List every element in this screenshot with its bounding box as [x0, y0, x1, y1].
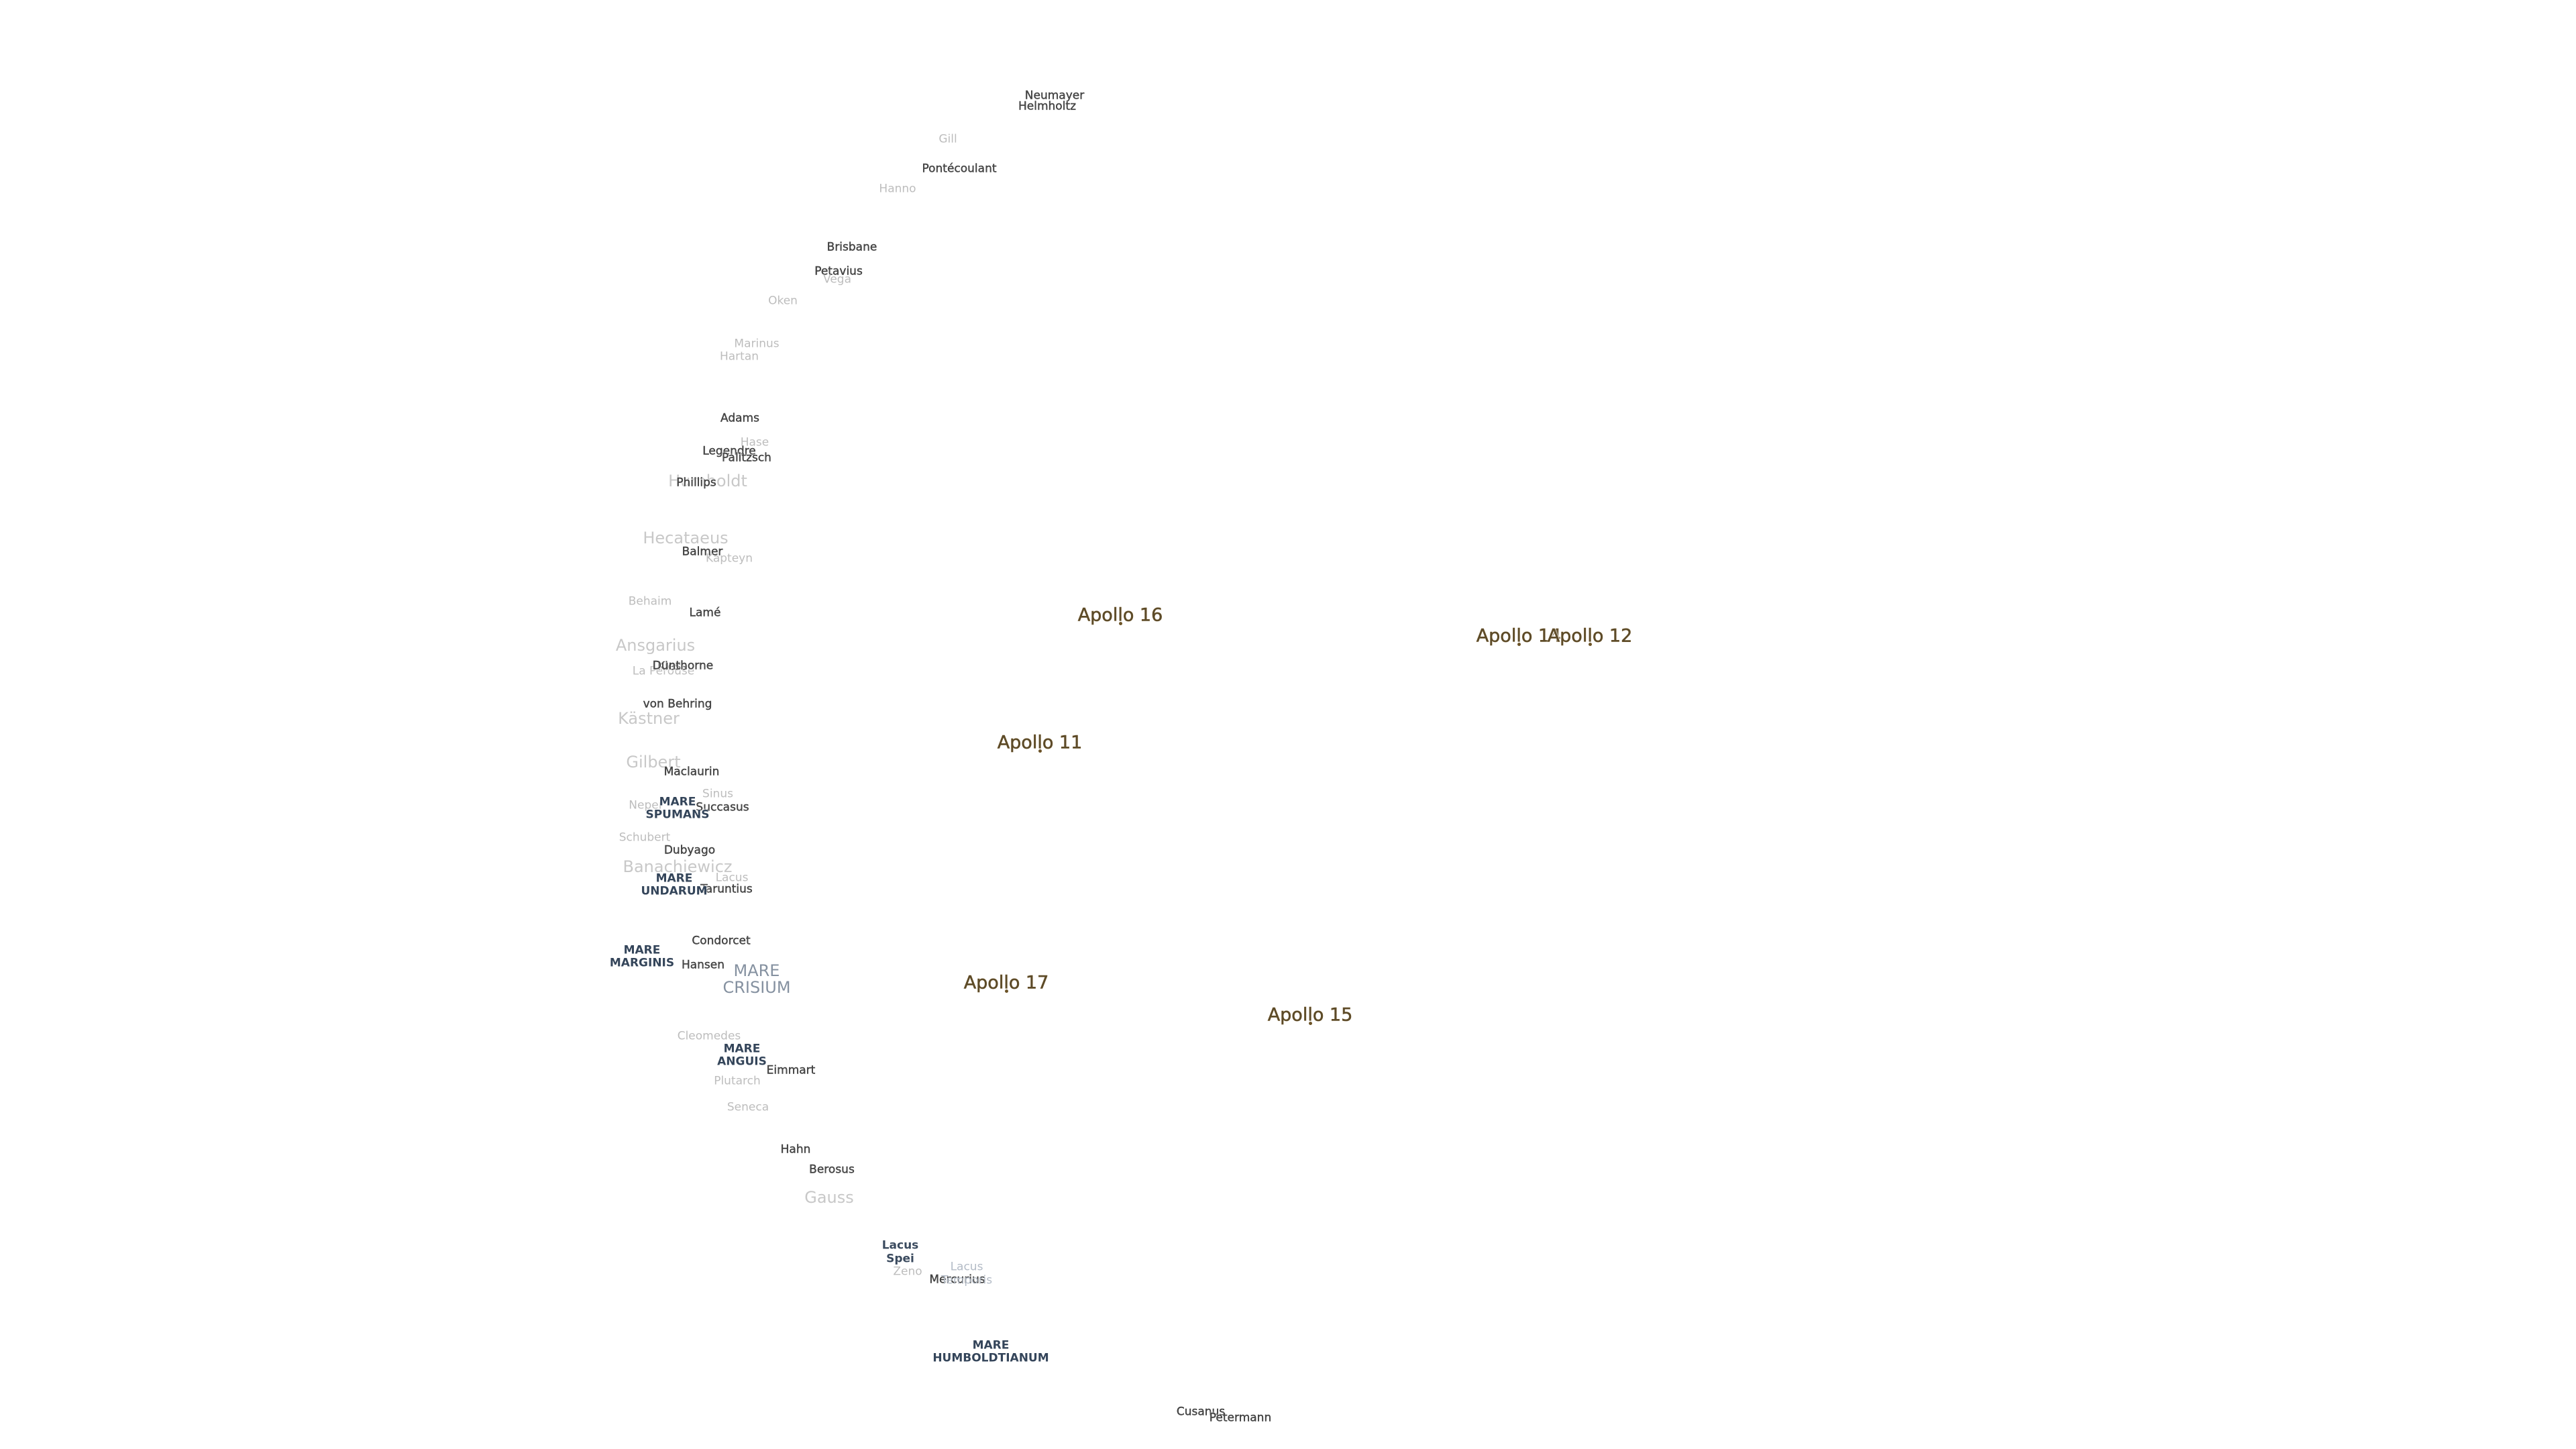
landing-site-marker[interactable] [1517, 643, 1521, 646]
crater-label-cusanus: Cusanus [1176, 1405, 1226, 1419]
crater-label-kastner: Kästner [618, 709, 680, 728]
crater-label-lacus: Lacus [715, 871, 749, 885]
crater-label-kiess: Kiess [657, 659, 688, 674]
crater-label-mercurius: Mercurius [929, 1273, 985, 1287]
crater-label-gill: Gill [938, 132, 957, 146]
crater-label-gilbert: Gilbert [626, 753, 681, 771]
crater-label-humboldt: Humboldt [668, 472, 747, 490]
crater-label-palitzsch: Palitzsch [722, 451, 771, 465]
crater-label-plutarch: Plutarch [714, 1074, 761, 1088]
landing-site-label-apollo-12[interactable]: Apollo 12 [1547, 625, 1633, 647]
crater-label-hahn: Hahn [780, 1142, 811, 1157]
crater-label-maclaurin: Maclaurin [663, 765, 720, 779]
crater-label-vega: Vega [823, 272, 851, 286]
landing-site-marker[interactable] [1309, 1022, 1312, 1025]
crater-label-cleomedes: Cleomedes [677, 1029, 741, 1043]
crater-label-la-perouse: La Pérouse [632, 664, 695, 678]
crater-label-seneca: Seneca [727, 1100, 769, 1114]
crater-label-zeno: Zeno [893, 1265, 922, 1279]
crater-label-petavius: Petavius [814, 264, 863, 278]
crater-label-pontecoulant: Pontécoulant [922, 162, 997, 176]
landing-site-label-apollo-15[interactable]: Apollo 15 [1267, 1004, 1353, 1026]
crater-label-brisbane: Brisbane [826, 240, 877, 254]
crater-label-dunthorne: Dunthorne [652, 659, 714, 673]
crater-label-hecataeus: Hecataeus [643, 529, 729, 547]
landing-site-marker[interactable] [1119, 622, 1122, 625]
crater-label-schubert: Schubert [619, 830, 671, 845]
crater-label-hartan: Hartan [719, 350, 759, 364]
landing-site-marker[interactable] [1005, 989, 1008, 993]
crater-label-legendre: Legendre [702, 444, 756, 458]
crater-label-ansgarius: Ansgarius [615, 636, 696, 655]
crater-label-neper: Neper [629, 798, 663, 812]
crater-label-neumayer: Neumayer [1024, 89, 1085, 103]
crater-label-dubyago: Dubyago [663, 843, 716, 857]
crater-label-behaim: Behaim [628, 594, 672, 608]
crater-label-adams: Adams [720, 411, 759, 425]
crater-label-taruntius: Taruntius [700, 882, 753, 896]
landing-site-label-apollo-16[interactable]: Apollo 16 [1077, 604, 1163, 626]
crater-label-hansen: Hansen [681, 958, 725, 972]
crater-label-marinus: Marinus [734, 337, 780, 351]
crater-label-balmer: Balmer [682, 545, 723, 559]
crater-label-hase: Hase [740, 435, 769, 449]
crater-label-gauss: Gauss [804, 1188, 854, 1207]
landing-site-label-apollo-17[interactable]: Apollo 17 [963, 972, 1049, 994]
landing-site-label-apollo-14[interactable]: Apollo 14 [1476, 625, 1562, 647]
crater-label-kapteyn: Kapteyn [705, 551, 753, 566]
crater-label-helmholtz: Helmholtz [1018, 99, 1077, 113]
landing-site-marker[interactable] [1589, 643, 1592, 646]
crater-label-condorcet: Condorcet [692, 934, 751, 948]
crater-label-sinus: Sinus [702, 787, 733, 801]
crater-label-hanno: Hanno [879, 182, 916, 196]
crater-label-succasus: Succasus [696, 800, 749, 814]
crater-label-banachiewicz: Banachiewicz [623, 857, 733, 876]
crater-label-berosus: Berosus [809, 1163, 855, 1177]
crater-label-phillips: Phillips [676, 476, 716, 490]
crater-label-eimmart: Eimmart [766, 1063, 816, 1077]
crater-label-oken: Oken [768, 294, 798, 308]
crater-label-lame: Lamé [689, 606, 721, 620]
landing-site-marker[interactable] [1038, 749, 1042, 753]
crater-label-von-behring: von Behring [643, 697, 712, 711]
landing-site-label-apollo-11[interactable]: Apollo 11 [997, 732, 1083, 753]
crater-label-petermann: Petermann [1209, 1411, 1272, 1425]
